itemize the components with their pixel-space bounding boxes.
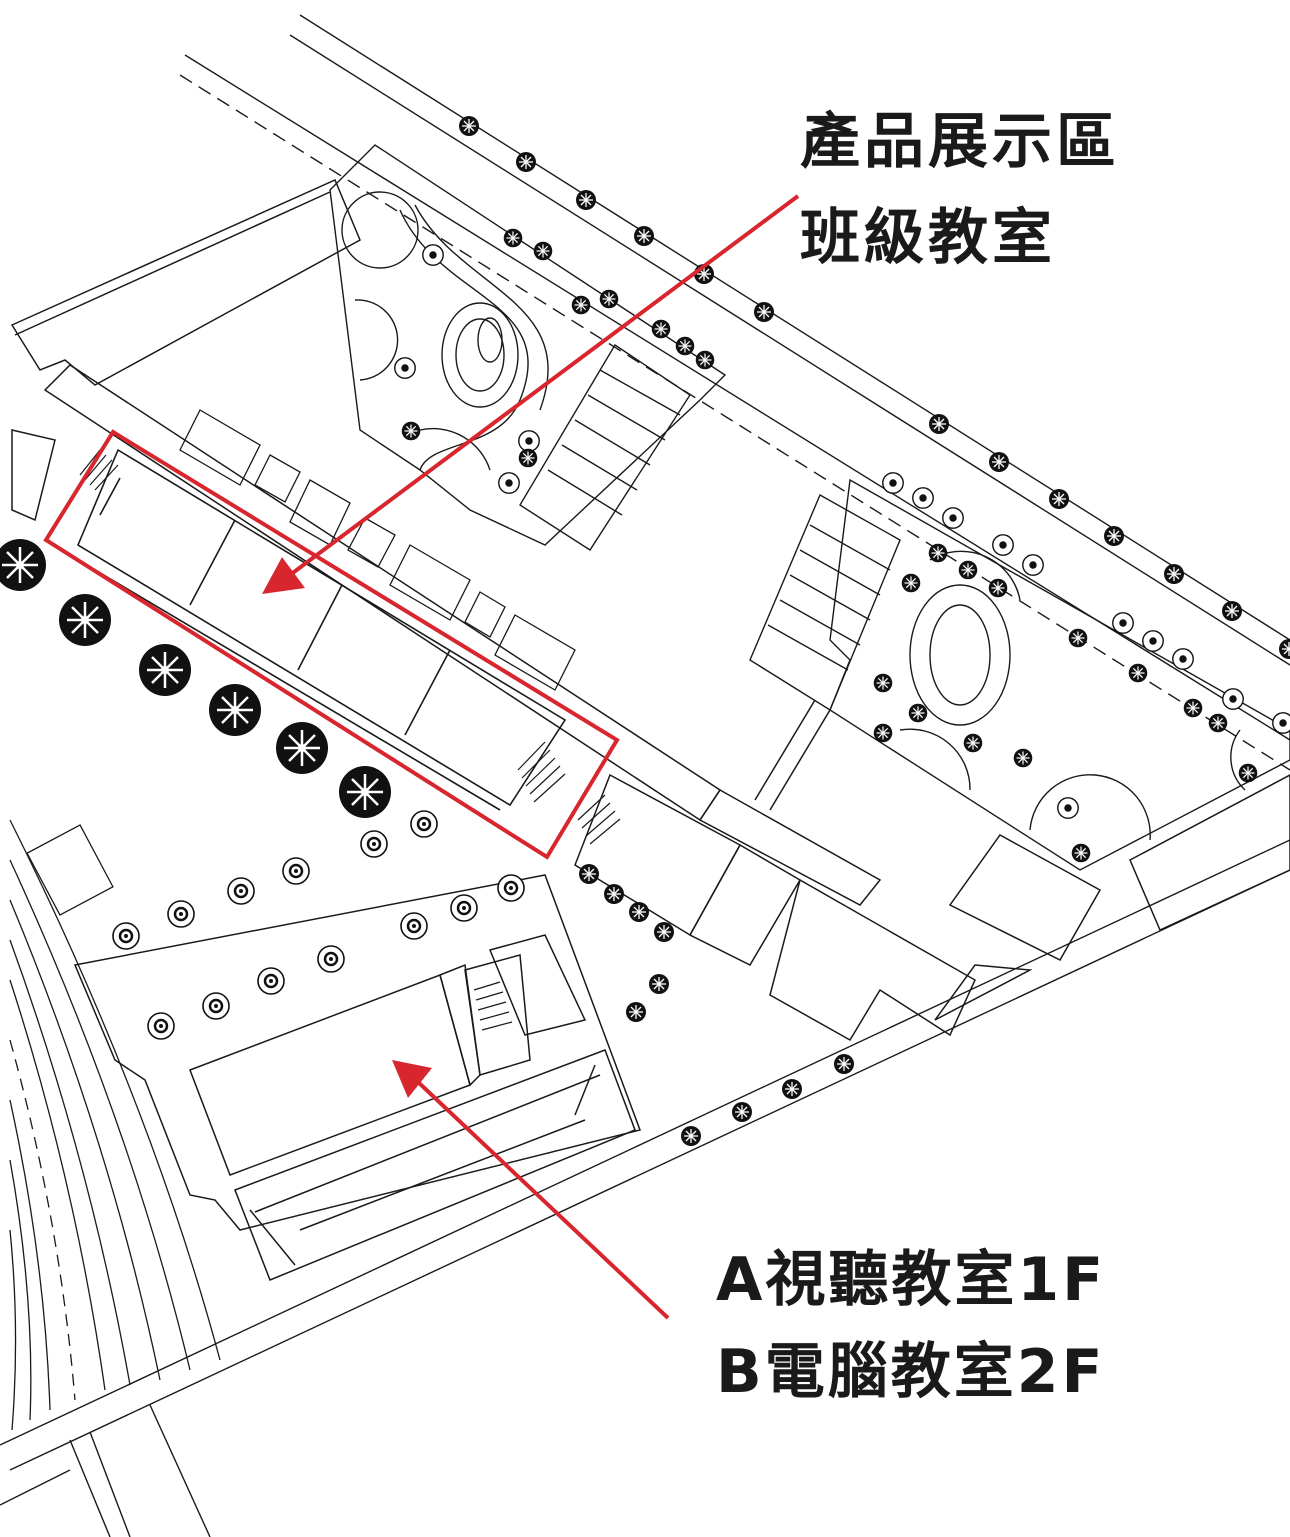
north-courtyard — [329, 144, 727, 546]
stair-hatch-4 — [473, 981, 513, 1031]
arrow-to-south-building — [392, 1060, 670, 1320]
running-track — [9, 819, 221, 1431]
label-computer-classroom-2f: B電腦教室2F — [716, 1337, 1106, 1407]
label-av-classroom-1f: A視聽教室1F — [716, 1245, 1107, 1315]
south-building — [73, 874, 641, 1281]
tree-row-west — [0, 537, 393, 820]
site-boundary-lines — [0, 14, 1290, 1537]
central-buildings — [574, 699, 1290, 1042]
classroom-wing-walls — [69, 448, 567, 811]
north-building — [10, 179, 882, 906]
side-rooms — [179, 409, 576, 691]
north-parking — [519, 344, 691, 551]
east-courtyard — [749, 478, 1290, 871]
stair-hatch-1 — [79, 449, 119, 491]
tree-row-ring — [111, 809, 526, 1041]
label-product-display-area: 產品展示區 — [800, 107, 1120, 177]
highlight-classroom-wing — [43, 429, 620, 860]
arrow-to-classroom-wing — [262, 194, 800, 594]
stair-hatch-2 — [517, 741, 566, 803]
stair-hatch-3 — [577, 794, 621, 845]
label-class-classrooms: 班級教室 — [800, 203, 1056, 273]
